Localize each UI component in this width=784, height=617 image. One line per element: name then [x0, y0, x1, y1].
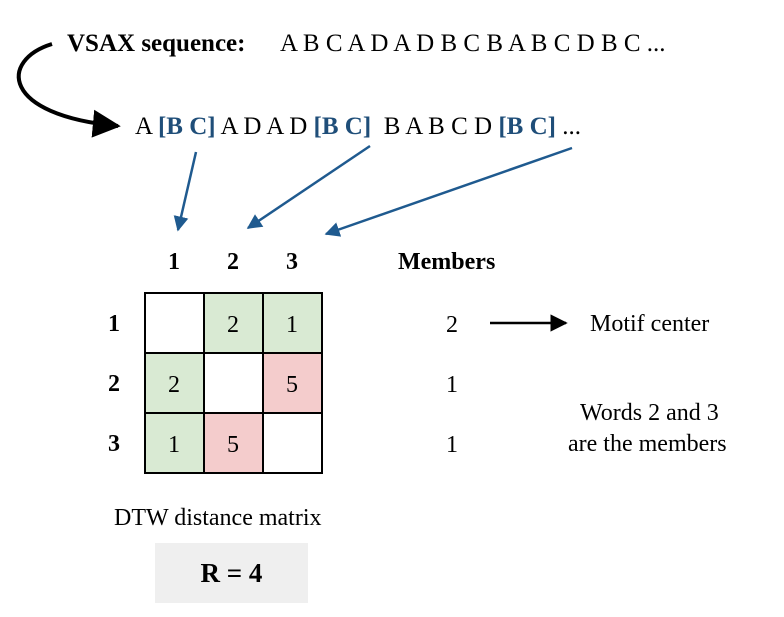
- member-count-1: 2: [446, 312, 458, 338]
- motif-word-1: [B C]: [157, 113, 216, 140]
- cell-value-2-1: 2: [168, 372, 180, 398]
- cell-value-1-3: 1: [286, 312, 298, 338]
- blue-arrow-2: [246, 144, 371, 230]
- grouped-part-2: A D A D: [220, 113, 308, 140]
- cell-value-2-3: 5: [286, 372, 298, 398]
- row-header-2: 2: [108, 371, 120, 397]
- member-count-2: 1: [446, 372, 458, 398]
- cell-value-3-1: 1: [168, 432, 180, 458]
- col-header-3: 3: [286, 249, 298, 275]
- grouped-sequence: A [B C] A D A D [B C] B A B C D [B C] ..…: [135, 114, 581, 139]
- cell-value-3-2: 5: [227, 432, 239, 458]
- matrix-cell-1-1: [144, 292, 205, 354]
- col-header-1: 1: [168, 249, 180, 275]
- radius-label: R = 4: [200, 557, 263, 588]
- members-note-line1: Words 2 and 3: [580, 400, 719, 426]
- curved-arrow: [16, 42, 121, 138]
- col-header-2: 2: [227, 249, 239, 275]
- members-header: Members: [398, 249, 496, 275]
- members-note-line2: are the members: [568, 431, 727, 457]
- grouped-part-4: ...: [562, 113, 581, 140]
- matrix-cell-1-3: [262, 292, 323, 354]
- row-header-3: 3: [108, 431, 120, 457]
- matrix-cell-2-2: [203, 352, 264, 414]
- motif-center-label: Motif center: [590, 311, 710, 337]
- member-count-3: 1: [446, 432, 458, 458]
- grouped-part-3: B A B C D: [383, 113, 493, 140]
- sequence-label: VSAX sequence:: [67, 30, 246, 57]
- motif-word-3: [B C]: [498, 113, 556, 140]
- cell-value-1-2: 2: [227, 312, 239, 338]
- motif-word-2: [B C]: [313, 113, 372, 140]
- row-header-1: 1: [108, 311, 120, 337]
- grouped-part-1: A: [135, 113, 152, 140]
- radius-box: R = 4: [155, 543, 308, 603]
- matrix-cell-3-1: [144, 412, 205, 474]
- matrix-cell-3-2: [203, 412, 264, 474]
- matrix-caption: DTW distance matrix: [114, 505, 322, 531]
- matrix-cell-1-2: [203, 292, 264, 354]
- matrix-cell-3-3: [262, 412, 323, 474]
- blue-arrow-3: [324, 146, 573, 237]
- blue-arrow-1: [173, 151, 198, 232]
- sequence-text: A B C A D A D B C B A B C D B C ...: [280, 30, 666, 57]
